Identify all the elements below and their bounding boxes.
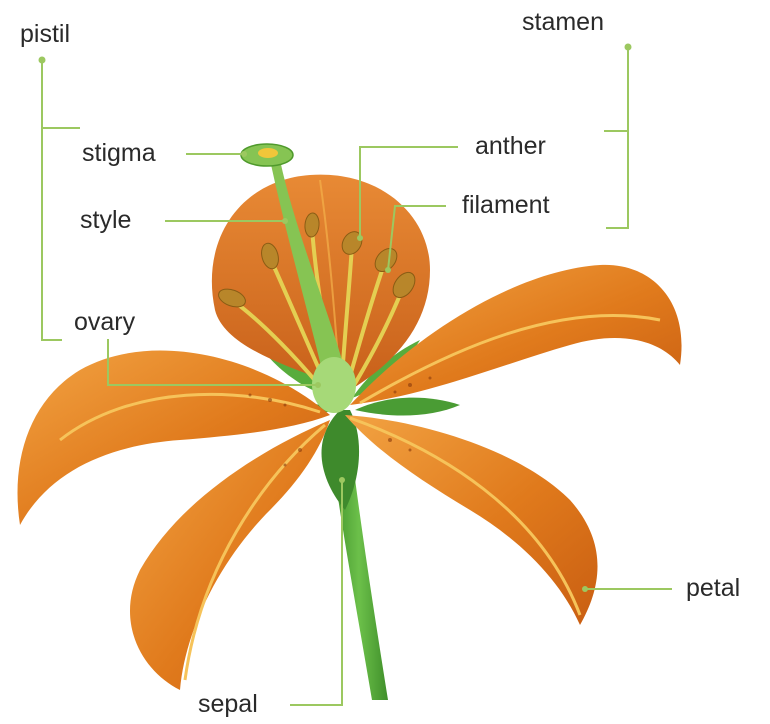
- label-filament: filament: [462, 193, 550, 218]
- label-ovary: ovary: [74, 310, 135, 335]
- label-style: style: [80, 208, 131, 233]
- label-pistil: pistil: [20, 22, 70, 47]
- label-stigma: stigma: [82, 141, 156, 166]
- label-anther: anther: [475, 134, 546, 159]
- label-stamen: stamen: [522, 10, 604, 35]
- label-sepal: sepal: [198, 692, 258, 717]
- label-petal: petal: [686, 576, 740, 601]
- lower-left-petal: [130, 420, 330, 690]
- lower-right-petal: [345, 415, 598, 625]
